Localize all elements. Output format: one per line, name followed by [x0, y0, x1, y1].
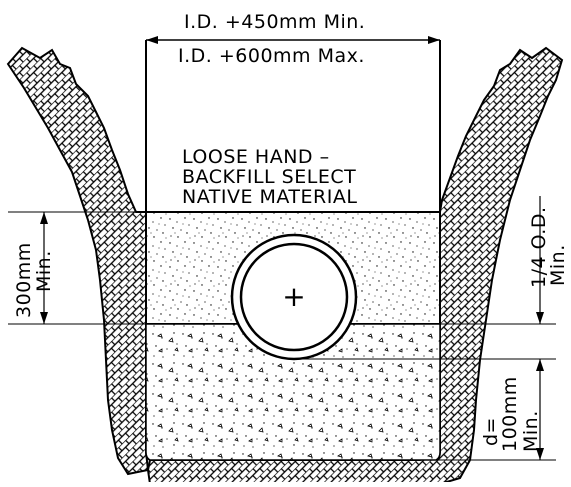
bedding-dimension-qualifier: Min. — [520, 410, 542, 452]
pipe-centerline-mark: + — [282, 280, 305, 313]
cover-dimension-value: 300mm — [13, 242, 35, 318]
cover-dimension-qualifier: Min. — [33, 250, 55, 292]
width-max-label: I.D. +600mm Max. — [178, 45, 365, 67]
haunch-dimension-value: 1/4 O.D. — [528, 206, 550, 288]
backfill-note-line-1: LOOSE HAND – — [182, 146, 330, 168]
bedding-dimension-symbol: d= — [480, 417, 502, 446]
bedding-dimension — [294, 358, 556, 461]
backfill-note-line-2: BACKFILL SELECT — [182, 166, 356, 188]
cover-dimension — [8, 211, 146, 325]
bedding-dimension-value: 100mm — [499, 376, 521, 452]
backfill-note-line-3: NATIVE MATERIAL — [182, 186, 357, 208]
haunch-dimension-qualifier: Min. — [547, 244, 569, 286]
width-dimension — [146, 36, 440, 44]
haunch-dimension — [440, 196, 556, 325]
pipe-inner-wall — [239, 242, 349, 352]
width-min-label: I.D. +450mm Min. — [184, 11, 365, 33]
native-soil-right — [146, 46, 564, 485]
